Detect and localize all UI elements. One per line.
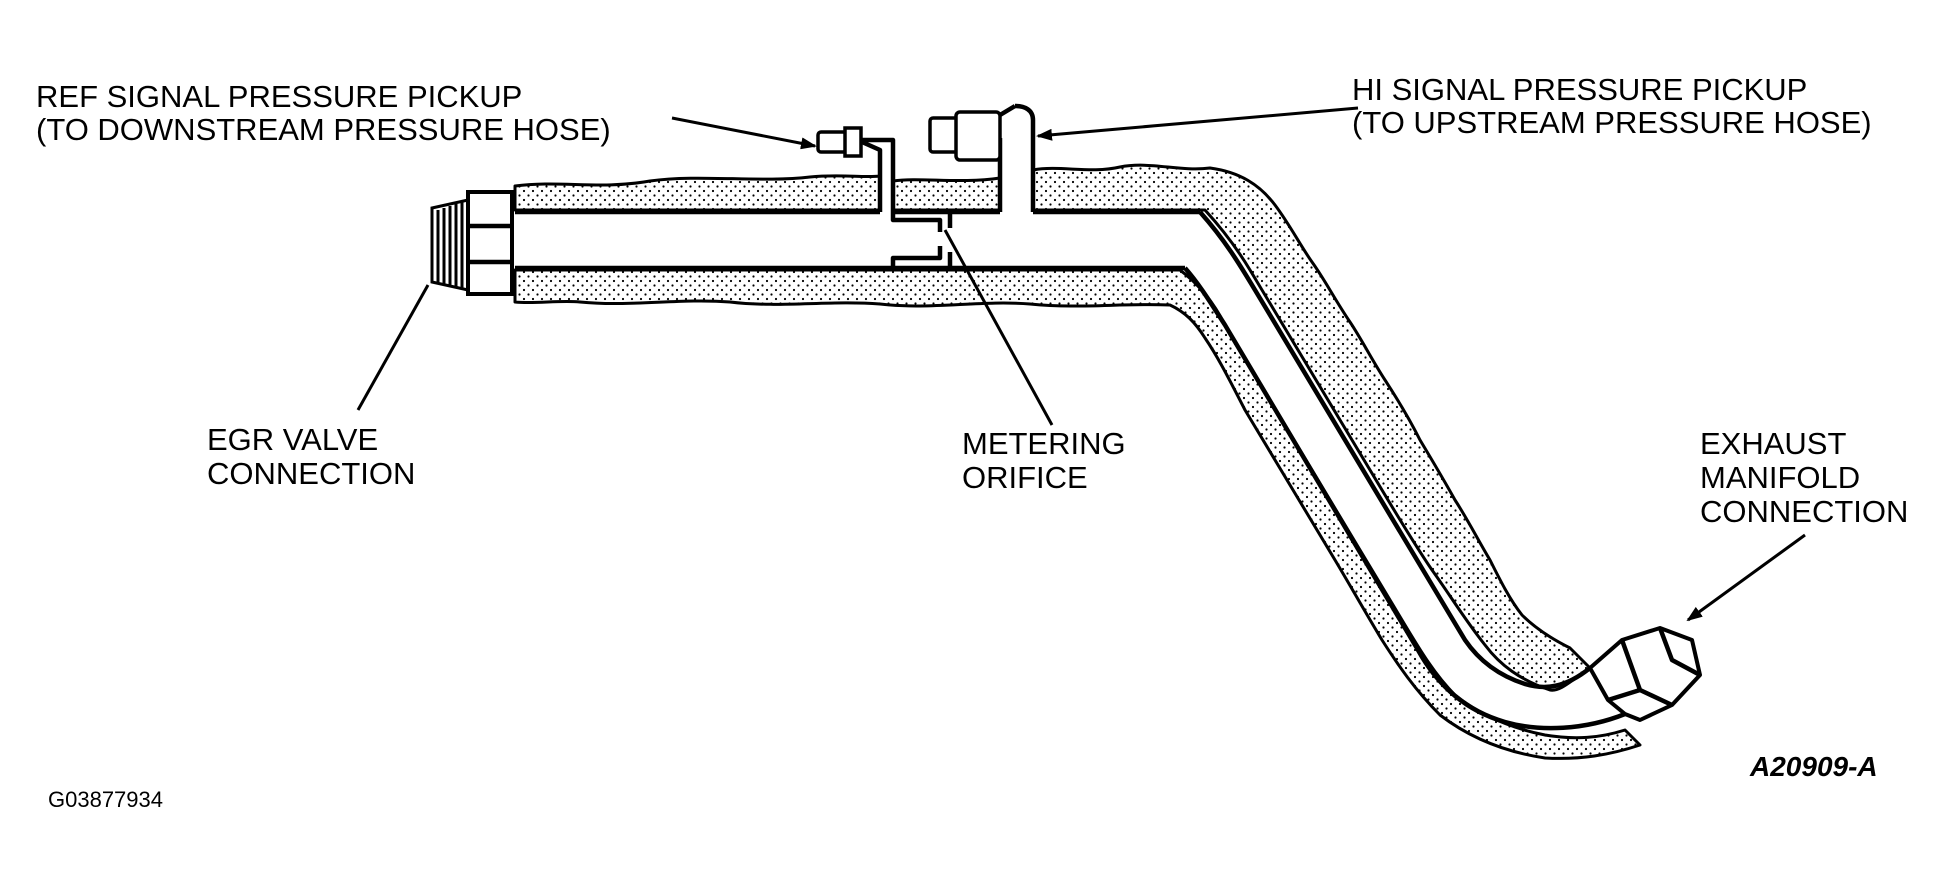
ref-pickup-line-1: REF SIGNAL PRESSURE PICKUP xyxy=(36,79,522,114)
egr-valve-line-2: CONNECTION xyxy=(207,456,415,491)
metering-orifice-line-2: ORIFICE xyxy=(962,460,1088,495)
metering-orifice-label: METERING ORIFICE xyxy=(962,426,1134,495)
egr-tube-assembly xyxy=(430,103,1702,760)
ref-signal-pressure-pickup xyxy=(816,126,896,212)
egr-valve-leader xyxy=(356,284,430,411)
ref-pickup-leader xyxy=(671,116,817,150)
hi-pickup-line-1: HI SIGNAL PRESSURE PICKUP xyxy=(1352,72,1807,107)
exhaust-manifold-leader xyxy=(1686,533,1806,622)
metering-orifice-line-1: METERING xyxy=(962,426,1126,461)
hi-signal-pressure-pickup xyxy=(928,103,1036,212)
insulation-top-middle xyxy=(891,176,1002,212)
ref-pickup-label: REF SIGNAL PRESSURE PICKUP (TO DOWNSTREA… xyxy=(36,79,611,147)
metering-orifice-leader xyxy=(943,229,1054,426)
hi-pickup-label: HI SIGNAL PRESSURE PICKUP (TO UPSTREAM P… xyxy=(1352,72,1872,140)
leader-lines xyxy=(356,106,1806,622)
exhaust-manifold-line-3: CONNECTION xyxy=(1700,494,1908,529)
insulation-top-left xyxy=(513,174,882,212)
tube-bend-outer xyxy=(1183,266,1626,731)
tube-bend-inner xyxy=(1198,210,1592,690)
figure-code: A20909-A xyxy=(1749,751,1878,782)
insulation-bottom xyxy=(513,268,1642,760)
exhaust-manifold-label: EXHAUST MANIFOLD CONNECTION xyxy=(1700,426,1908,529)
exhaust-manifold-line-2: MANIFOLD xyxy=(1700,460,1860,495)
hi-pickup-leader xyxy=(1036,106,1359,141)
metering-orifice-plates xyxy=(890,212,953,268)
hi-pickup-line-2: (TO UPSTREAM PRESSURE HOSE) xyxy=(1352,105,1872,140)
ref-pickup-line-2: (TO DOWNSTREAM PRESSURE HOSE) xyxy=(36,112,611,147)
fitting-threads xyxy=(430,198,470,292)
egr-valve-label: EGR VALVE CONNECTION xyxy=(207,422,415,491)
insulation-top-right xyxy=(1031,163,1592,692)
exhaust-manifold-line-1: EXHAUST xyxy=(1700,426,1846,461)
image-code: G03877934 xyxy=(48,787,163,812)
egr-valve-fitting xyxy=(430,190,514,296)
egr-valve-line-1: EGR VALVE xyxy=(207,422,378,457)
exhaust-manifold-fitting xyxy=(1588,626,1702,722)
